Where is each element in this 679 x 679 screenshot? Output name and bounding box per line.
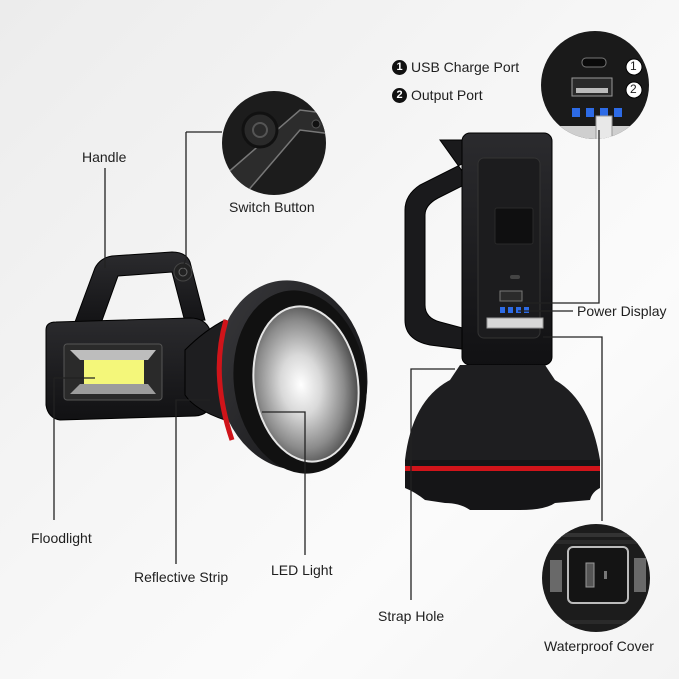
callout-strap-hole: Strap Hole bbox=[378, 608, 445, 624]
callout-floodlight: Floodlight bbox=[31, 530, 92, 546]
number-badge: 1 bbox=[392, 59, 407, 75]
port-number-2: 2 bbox=[630, 82, 637, 96]
flashlight-side-view bbox=[45, 251, 368, 474]
legend-label: Output Port bbox=[411, 87, 483, 103]
waterproof-cover-zoom-circle bbox=[542, 524, 650, 632]
legend-usb-charge-port: 1 USB Charge Port bbox=[392, 59, 519, 75]
callout-reflective-strip: Reflective Strip bbox=[134, 569, 229, 585]
callout-waterproof-cover: Waterproof Cover bbox=[544, 638, 654, 654]
leader-lines bbox=[53, 130, 603, 600]
callout-handle: Handle bbox=[82, 149, 127, 165]
power-indicator-leds bbox=[500, 307, 529, 313]
number-badge: 2 bbox=[392, 87, 407, 103]
ports-zoom-circle bbox=[541, 31, 649, 139]
switch-zoom-circle bbox=[222, 91, 326, 195]
legend-label: USB Charge Port bbox=[411, 59, 520, 75]
flashlight-rear-view bbox=[404, 132, 600, 510]
callout-power-display: Power Display bbox=[577, 303, 667, 319]
port-number-1: 1 bbox=[630, 59, 637, 73]
legend-output-port: 2 Output Port bbox=[392, 87, 483, 103]
callout-switch-button: Switch Button bbox=[229, 199, 315, 215]
callout-led-light: LED Light bbox=[271, 562, 333, 578]
